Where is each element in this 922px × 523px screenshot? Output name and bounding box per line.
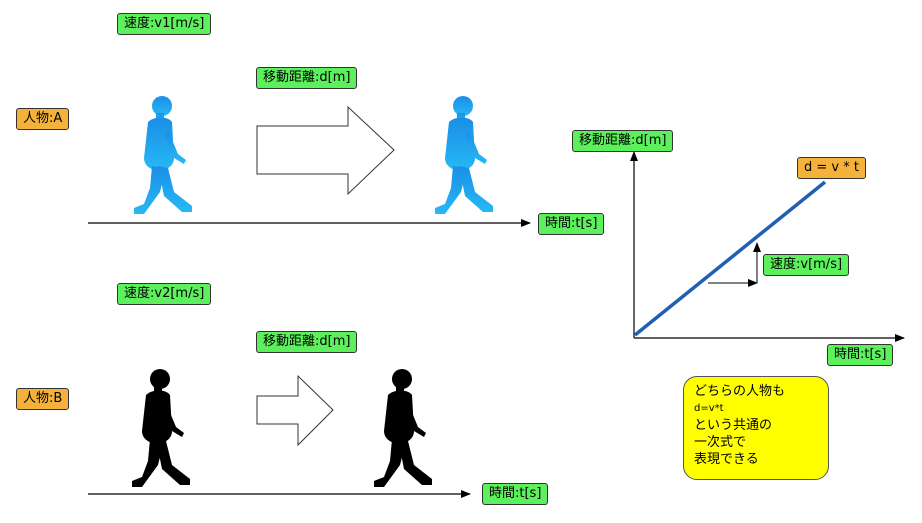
note-line-1: どちらの人物も [694, 384, 786, 399]
graph-slope-label: 速度:v[m/s] [763, 254, 850, 276]
scene-a [88, 96, 531, 227]
distance-label-b: 移動距離:d[m] [256, 331, 358, 353]
distance-label-a: 移動距離:d[m] [256, 67, 358, 89]
movement-arrow-b [256, 374, 334, 447]
speed-label-a: 速度:v1[m/s] [117, 13, 212, 35]
graph-line-d-equals-vt [633, 180, 827, 337]
note-line-4: 一次式で [694, 435, 747, 450]
note-line-2: d=v*t [694, 403, 724, 414]
walking-person-a-end-icon [435, 96, 493, 214]
explanation-note: どちらの人物も d=v*t という共通の 一次式で 表現できる [683, 376, 829, 480]
speed-label-b: 速度:v2[m/s] [117, 283, 212, 305]
graph-line-label: d = v * t [797, 157, 866, 179]
walking-person-a-start-icon [134, 96, 192, 214]
person-label-a: 人物:A [16, 108, 70, 130]
walking-person-b-start-icon [132, 369, 190, 487]
scene-b [88, 369, 471, 498]
time-label-a: 時間:t[s] [538, 213, 605, 235]
graph-y-axis-label: 移動距離:d[m] [572, 130, 674, 152]
walking-person-b-end-icon [374, 369, 432, 487]
movement-arrow-a [256, 105, 395, 196]
note-line-3: という共通の [694, 418, 773, 433]
graph-x-axis-label: 時間:t[s] [827, 344, 894, 366]
time-label-b: 時間:t[s] [482, 483, 549, 505]
person-label-b: 人物:B [16, 388, 70, 410]
note-line-5: 表現できる [694, 452, 759, 467]
distance-time-graph [630, 151, 905, 342]
